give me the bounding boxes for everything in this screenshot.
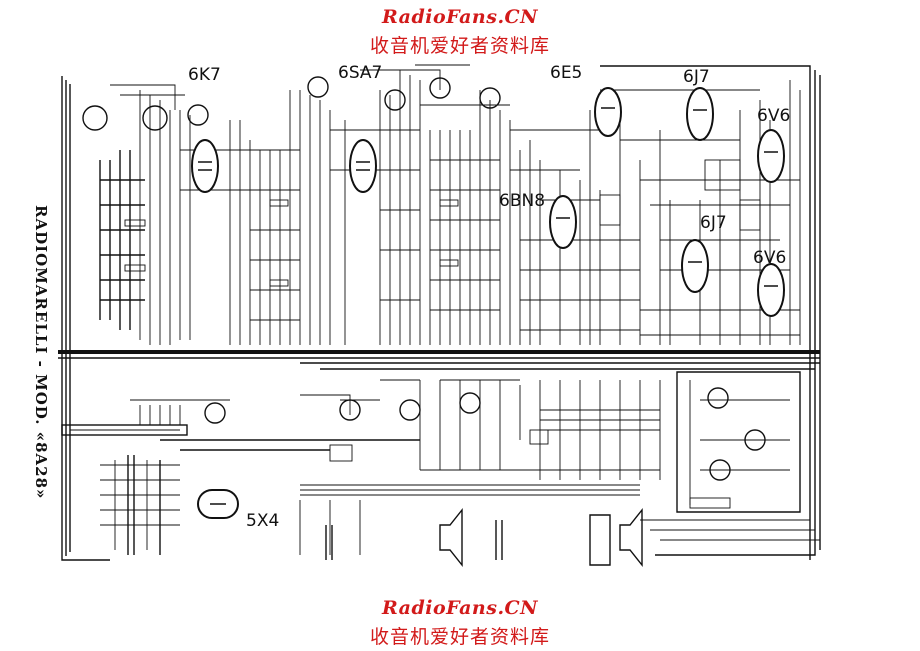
tube-labels: 6K7 6SA7 6E5 6J7 6V6 6BN8 6J7 6V6 5X4: [188, 63, 790, 531]
tube-6e5-symbol: [594, 87, 622, 137]
frame-wires: [61, 65, 821, 561]
lower-wiring: [100, 371, 820, 555]
watermark-site-bottom: RadioFans.CN: [381, 597, 539, 619]
tube-6j7-bottom-symbol: [681, 239, 709, 293]
watermark-chinese-bottom: 收音机爱好者资料库: [369, 626, 550, 648]
tube-6v6-top-symbol: [757, 129, 785, 183]
main-bus: [58, 350, 820, 370]
speaker-1-symbol: [439, 508, 463, 567]
label-6bn8: 6BN8: [499, 191, 545, 211]
label-6e5: 6E5: [550, 63, 582, 83]
label-6j7-top: 6J7: [683, 67, 710, 87]
tube-6v6-bottom-symbol: [757, 263, 785, 317]
label-6v6-bottom: 6V6: [753, 248, 786, 268]
label-6k7: 6K7: [188, 65, 221, 85]
tube-6k7-symbol: [191, 139, 219, 193]
speaker-2-symbol: [619, 508, 643, 567]
model-title: RADIOMARELLI - MOD. «8A28»: [32, 205, 50, 499]
tube-6sa7-symbol: [349, 139, 377, 193]
watermark-chinese-top: 收音机爱好者资料库: [369, 35, 550, 57]
label-6j7-bottom: 6J7: [700, 213, 727, 233]
coil-bank-left: [61, 84, 188, 436]
label-6v6-top: 6V6: [757, 106, 790, 126]
sockets: [82, 76, 766, 481]
watermark-site-top: RadioFans.CN: [381, 6, 539, 28]
tubes: [191, 87, 785, 519]
label-6sa7: 6SA7: [338, 63, 382, 83]
transformers: [114, 455, 503, 560]
tube-6bn8-symbol: [549, 195, 577, 249]
label-5x4: 5X4: [246, 511, 279, 531]
speakers: [439, 508, 643, 567]
component-marks: [124, 159, 761, 509]
tube-6j7-top-symbol: [686, 87, 714, 141]
